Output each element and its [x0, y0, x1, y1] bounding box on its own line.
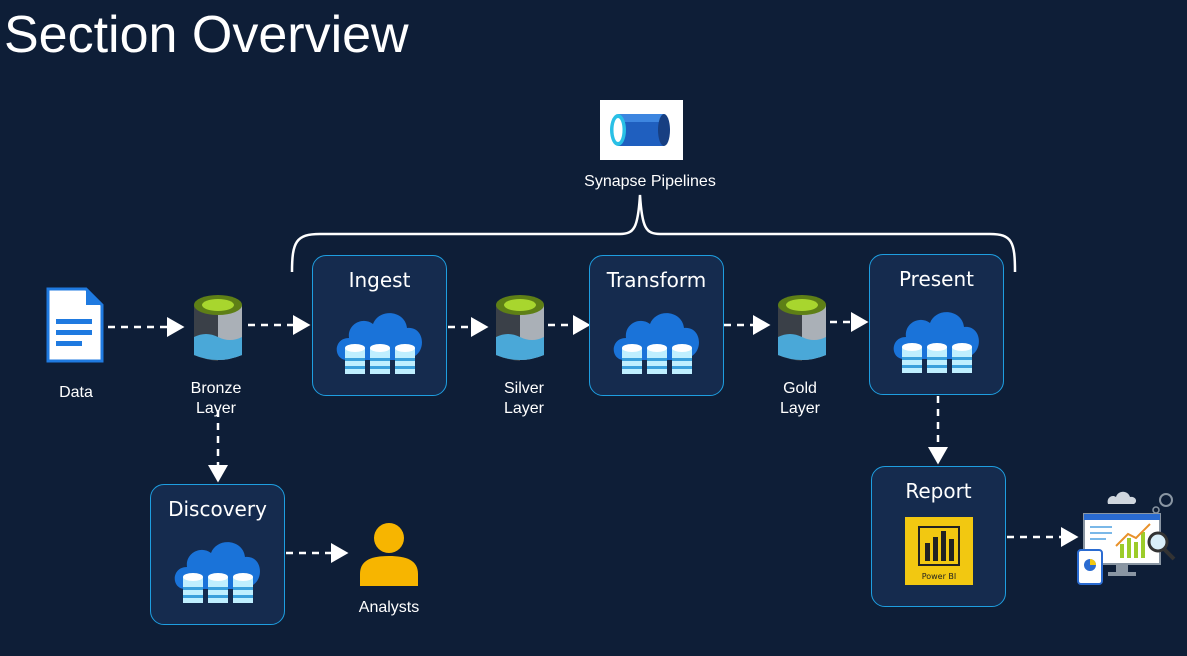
silver-label-line1: Silver: [503, 380, 544, 397]
gold-layer-label: Gold Layer: [752, 379, 848, 419]
gold-label-line1: Gold: [783, 380, 817, 397]
discovery-box[interactable]: Discovery: [150, 484, 285, 625]
analytics-dashboard-icon: [1076, 488, 1180, 586]
gold-label-line2: Layer: [779, 400, 821, 417]
power-bi-text: Power BI: [921, 572, 957, 581]
person-icon: [358, 522, 420, 588]
data-source-label: Data: [59, 384, 93, 401]
present-box[interactable]: Present: [869, 254, 1004, 395]
silver-storage-icon: [494, 293, 546, 365]
cloud-database-icon: [336, 313, 422, 374]
pipeline-bracket: [290, 194, 1017, 273]
transform-title: Transform: [606, 268, 707, 292]
cloud-database-icon: [613, 313, 699, 374]
analysts-label: Analysts: [358, 599, 420, 616]
silver-label-line2: Layer: [503, 400, 545, 417]
report-title: Report: [905, 479, 972, 503]
page-title: Section Overview: [4, 6, 409, 64]
cloud-database-icon: [893, 312, 979, 373]
synapse-pipelines-label: Synapse Pipelines: [584, 173, 716, 190]
gold-storage-icon: [776, 293, 828, 365]
transform-box[interactable]: Transform: [589, 255, 724, 396]
silver-layer-label: Silver Layer: [476, 379, 572, 419]
document-icon: [46, 287, 104, 363]
bronze-label-line1: Bronze: [190, 380, 242, 397]
present-title: Present: [898, 267, 975, 291]
bronze-storage-icon: [192, 293, 244, 365]
report-box[interactable]: Report Power BI: [871, 466, 1006, 607]
synapse-pipeline-icon: [600, 100, 683, 160]
ingest-title: Ingest: [348, 268, 411, 292]
power-bi-icon: Power BI: [905, 517, 973, 585]
discovery-title: Discovery: [168, 497, 267, 521]
ingest-box[interactable]: Ingest: [312, 255, 447, 396]
cloud-database-icon: [174, 542, 260, 603]
bronze-layer-label: Bronze Layer: [168, 379, 264, 419]
bronze-label-line2: Layer: [195, 400, 237, 417]
